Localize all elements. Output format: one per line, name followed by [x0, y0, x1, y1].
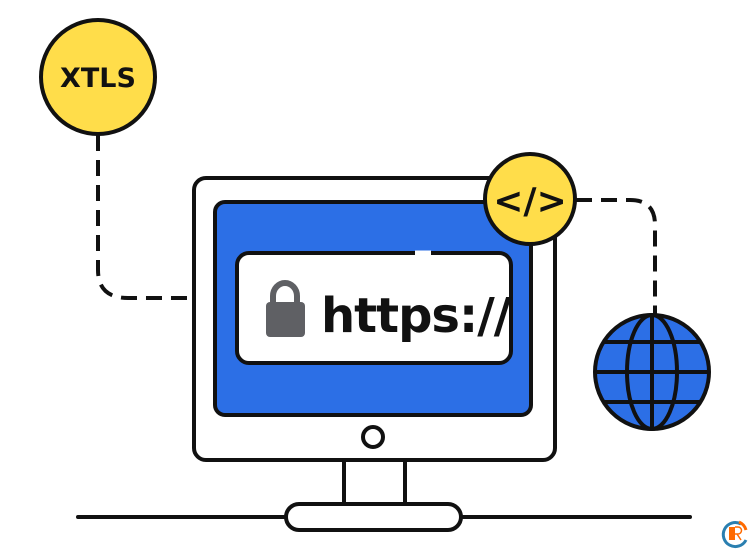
- address-bar: https://: [235, 250, 513, 365]
- monitor-stand: [284, 460, 463, 532]
- lock-icon: [266, 280, 305, 337]
- brand-logo-icon: [721, 520, 748, 549]
- dashed-connector-left: [96, 135, 192, 300]
- url-text: https://: [321, 288, 512, 344]
- xtls-label: XTLS: [60, 63, 136, 94]
- dashed-connector-right: [576, 198, 657, 315]
- home-button: [361, 425, 385, 449]
- code-icon: </>: [493, 181, 566, 222]
- globe-icon: [593, 313, 711, 431]
- xtls-badge: XTLS: [39, 18, 157, 136]
- code-badge: </>: [483, 152, 577, 246]
